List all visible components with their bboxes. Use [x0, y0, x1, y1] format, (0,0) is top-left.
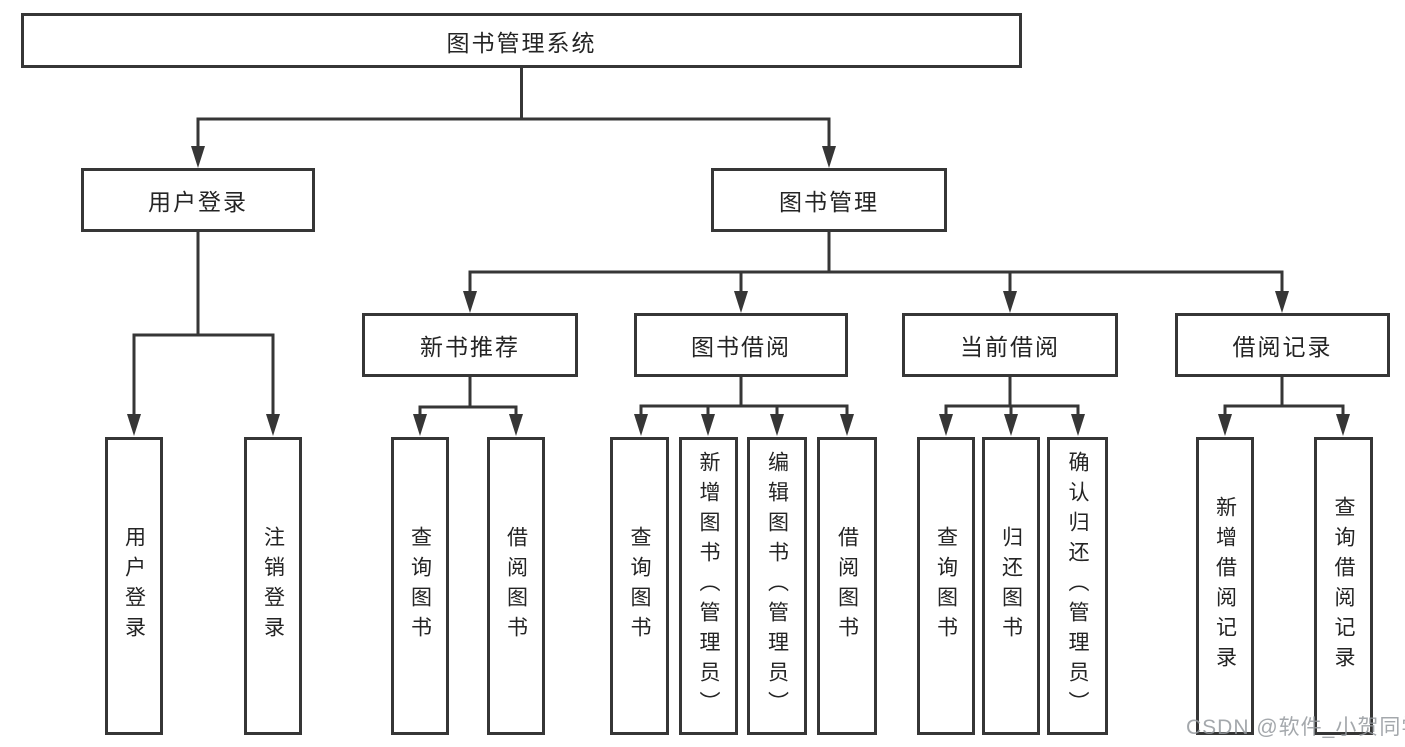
leaf-add-borrow-record: 新增借阅记录 [1196, 437, 1254, 735]
leaf-query-books-current-label: 查询图书 [934, 526, 958, 646]
leaf-query-borrow-record: 查询借阅记录 [1314, 437, 1373, 735]
leaf-add-book-admin: 新增图书（管理员） [679, 437, 738, 735]
leaf-query-books-recommend: 查询图书 [391, 437, 449, 735]
node-new-book-recommend: 新书推荐 [362, 313, 578, 377]
leaf-return-books: 归还图书 [982, 437, 1040, 735]
node-system-root: 图书管理系统 [21, 13, 1022, 68]
leaf-logout: 注销登录 [244, 437, 302, 735]
leaf-query-books-recommend-label: 查询图书 [408, 526, 432, 646]
csdn-watermark: CSDN @软件_小贺同学 [1186, 716, 1405, 739]
leaf-user-login-label: 用户登录 [122, 526, 146, 646]
leaf-query-books-borrow-label: 查询图书 [628, 526, 651, 646]
leaf-query-borrow-record-label: 查询借阅记录 [1332, 496, 1355, 676]
leaf-edit-book-admin-label: 编辑图书（管理员） [765, 451, 789, 721]
leaf-edit-book-admin: 编辑图书（管理员） [747, 437, 807, 735]
leaf-query-books-borrow: 查询图书 [610, 437, 669, 735]
leaf-add-borrow-record-label: 新增借阅记录 [1213, 496, 1237, 676]
leaf-borrow-books: 借阅图书 [817, 437, 877, 735]
leaf-query-books-current: 查询图书 [917, 437, 975, 735]
node-current-borrow: 当前借阅 [902, 313, 1118, 377]
node-book-management: 图书管理 [711, 168, 947, 232]
leaf-return-books-label: 归还图书 [999, 526, 1023, 646]
leaf-user-login: 用户登录 [105, 437, 163, 735]
node-user-login: 用户登录 [81, 168, 315, 232]
leaf-confirm-return-admin-label: 确认归还（管理员） [1066, 451, 1089, 721]
leaf-confirm-return-admin: 确认归还（管理员） [1047, 437, 1108, 735]
leaf-logout-label: 注销登录 [261, 526, 285, 646]
leaf-add-book-admin-label: 新增图书（管理员） [697, 451, 720, 721]
node-borrow-records: 借阅记录 [1175, 313, 1390, 377]
leaf-borrow-books-recommend-label: 借阅图书 [504, 526, 528, 646]
leaf-borrow-books-recommend: 借阅图书 [487, 437, 545, 735]
leaf-borrow-books-label: 借阅图书 [835, 526, 859, 646]
node-book-borrow: 图书借阅 [634, 313, 848, 377]
